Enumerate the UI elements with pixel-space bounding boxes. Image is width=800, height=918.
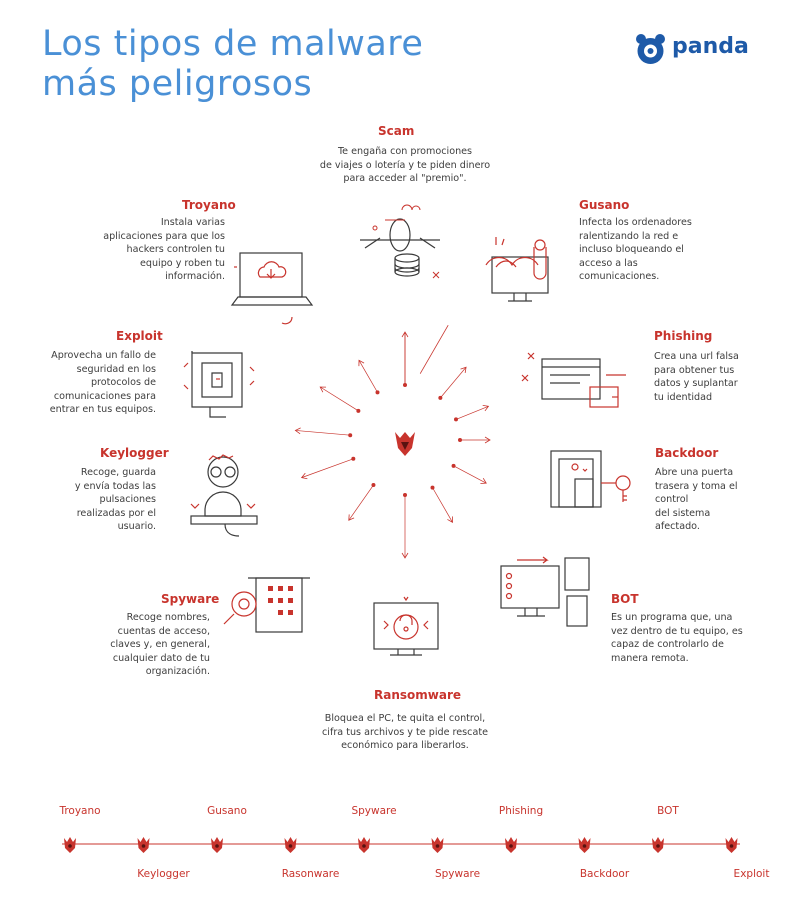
devices-icon <box>500 556 590 627</box>
panda-icon <box>636 34 665 64</box>
backdoor-title: Backdoor <box>655 446 719 460</box>
timeline-label-lower: Keylogger <box>137 868 190 880</box>
spoke-dot <box>348 433 353 438</box>
spoke-dot <box>403 493 407 497</box>
logo-text: panda <box>672 34 749 59</box>
ransomware-title: Ransomware <box>374 688 462 702</box>
worm-monitor-icon <box>485 237 549 302</box>
title-line-2: más peligrosos <box>42 64 313 104</box>
timeline-marker-core <box>729 844 734 848</box>
bot-title: BOT <box>611 592 639 606</box>
spoke-line <box>348 484 374 521</box>
timeline-label-upper: Troyano <box>59 805 101 817</box>
timeline-marker-core <box>435 844 440 848</box>
page-title: Los tipos de malware más peligrosos <box>42 24 423 104</box>
timeline-label-lower: Backdoor <box>579 868 630 880</box>
timeline-marker-core <box>362 844 366 848</box>
laptop-download-icon <box>230 252 314 325</box>
spoke-arrowhead <box>300 472 308 480</box>
spoke-arrowhead <box>358 359 365 367</box>
spoke-arrowhead <box>401 331 409 338</box>
spyware-title: Spyware <box>161 592 220 606</box>
title-line-1: Los tipos de malware <box>42 24 424 64</box>
spoke-arrowhead <box>460 366 467 374</box>
exploit-title: Exploit <box>116 329 163 343</box>
panda-logo[interactable]: panda <box>634 32 749 66</box>
spoke-dot <box>451 463 456 468</box>
spoke-dot <box>438 395 443 400</box>
spoke-line <box>320 386 359 412</box>
spoke-arrowhead <box>294 427 301 435</box>
timeline-marker-core <box>509 844 513 848</box>
gusano-title: Gusano <box>579 198 630 212</box>
timeline-label-upper: Gusano <box>207 805 247 817</box>
timeline-marker-core <box>288 844 293 848</box>
spoke-dot <box>356 408 361 413</box>
spoke-line <box>295 430 351 436</box>
spoke-dot <box>351 456 356 461</box>
timeline-marker-core <box>656 844 660 848</box>
spoke-arrowhead <box>319 386 327 393</box>
center-emblem <box>395 432 415 456</box>
timeline-label-upper: Phishing <box>498 805 544 817</box>
timeline-marker-core <box>215 844 219 848</box>
airplane-coins-icon <box>360 204 440 279</box>
radial-arrows <box>294 325 491 559</box>
timeline-label-lower: Spyware <box>434 868 481 880</box>
spoke-line <box>358 360 378 393</box>
spoke-dot <box>375 390 380 395</box>
timeline-marker-core <box>582 844 587 848</box>
monitor-lock-icon <box>373 596 439 656</box>
troyano-title: Troyano <box>182 198 236 212</box>
browser-wallet-icon <box>521 352 626 408</box>
scam-title: Scam <box>378 124 415 138</box>
spoke-arrowhead <box>348 514 355 521</box>
spoke-line <box>301 458 354 478</box>
phishing-title: Phishing <box>654 329 713 343</box>
maze-icon <box>183 351 255 418</box>
spyware-description: Recoge nombres,cuentas de acceso,claves … <box>110 612 210 678</box>
ransomware-description: Bloquea el PC, te quita el control,cifra… <box>322 713 488 752</box>
person-keyboard-icon <box>190 454 258 537</box>
spoke-arrowhead <box>480 477 487 484</box>
spoke-arrowhead <box>401 552 409 559</box>
timeline-marker-core <box>141 844 146 848</box>
spoke-dot <box>430 485 435 490</box>
spoke-dot <box>403 383 407 387</box>
spoke-dot <box>371 483 376 488</box>
spoke-arrowhead <box>484 436 491 444</box>
timeline-label-lower: Rasonware <box>281 868 340 880</box>
timeline-label-upper: Spyware <box>351 805 397 817</box>
spoke-line <box>453 465 487 484</box>
magnifier-building-icon <box>223 577 310 633</box>
timeline-label-upper: BOT <box>657 805 679 817</box>
timeline-label-lower: Exploit <box>733 868 770 880</box>
spoke-line <box>455 405 489 420</box>
spoke-line <box>432 487 453 523</box>
timeline <box>62 837 740 853</box>
spoke-arrowhead <box>482 404 490 412</box>
spoke-arrowhead <box>447 516 453 523</box>
door-key-icon <box>550 450 631 508</box>
spoke-dot <box>458 438 462 442</box>
timeline-marker-core <box>68 844 72 848</box>
spoke-line <box>440 367 467 399</box>
keylogger-title: Keylogger <box>100 446 169 460</box>
spoke-dot <box>453 417 458 422</box>
